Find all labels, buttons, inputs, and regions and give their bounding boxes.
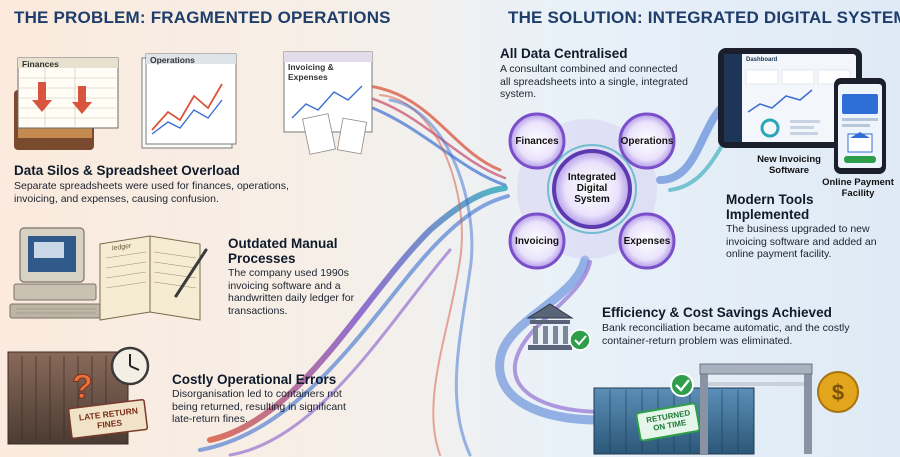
payment-phone-illustration: [834, 78, 886, 174]
data-streams: [198, 83, 742, 457]
software-caption: New Invoicing Software: [757, 154, 821, 176]
hub-node-finances: Finances: [515, 136, 559, 147]
svg-text:$: $: [832, 380, 844, 405]
hub-node-operations: Operations: [620, 136, 674, 147]
payment-caption: Online Payment Facility: [822, 177, 894, 199]
problem-desc-errors: Disorganisation led to containers not be…: [172, 388, 346, 425]
hub-center-label: Integrated Digital System: [567, 172, 617, 205]
sheet-label-invoicing: Invoicing & Expenses: [288, 62, 334, 82]
sheet-label-operations: Operations: [150, 55, 195, 65]
solution-heading: THE SOLUTION: INTEGRATED DIGITAL SYSTEMS: [508, 8, 900, 27]
sheet-label-finances: Finances: [22, 59, 59, 69]
solution-title-centralised: All Data Centralised: [500, 46, 628, 61]
solution-title-tools: Modern Tools Implemented: [726, 192, 814, 222]
spreadsheet-stack-illustration: [14, 51, 373, 155]
solution-desc-tools: The business upgraded to new invoicing s…: [726, 223, 877, 260]
solution-desc-efficiency: Bank reconciliation became automatic, an…: [602, 322, 850, 347]
dashboard-title: Dashboard: [746, 57, 778, 63]
dollar-coin-icon: $: [817, 371, 859, 413]
problem-title-errors: Costly Operational Errors: [172, 372, 337, 387]
old-computer-illustration: [9, 227, 103, 319]
integration-hub: [508, 112, 676, 270]
problem-heading: THE PROBLEM: FRAGMENTED OPERATIONS: [14, 8, 391, 27]
bank-icon: [526, 303, 591, 351]
solution-desc-centralised: A consultant combined and connected all …: [500, 63, 688, 100]
problem-title-silos: Data Silos & Spreadsheet Overload: [14, 163, 240, 178]
problem-desc-manual: The company used 1990s invoicing softwar…: [228, 267, 355, 317]
port-gate-illustration: [699, 363, 813, 454]
problem-title-manual: Outdated Manual Processes: [228, 236, 338, 266]
question-mark-icon: ?: [72, 368, 93, 406]
returned-container-illustration: [593, 373, 755, 455]
solution-title-efficiency: Efficiency & Cost Savings Achieved: [602, 305, 832, 320]
rusty-container-illustration: [7, 346, 150, 445]
handwritten-ledger-illustration: [99, 235, 208, 321]
hub-node-invoicing: Invoicing: [515, 236, 559, 247]
problem-desc-silos: Separate spreadsheets were used for fina…: [14, 180, 289, 205]
hub-node-expenses: Expenses: [623, 236, 671, 247]
